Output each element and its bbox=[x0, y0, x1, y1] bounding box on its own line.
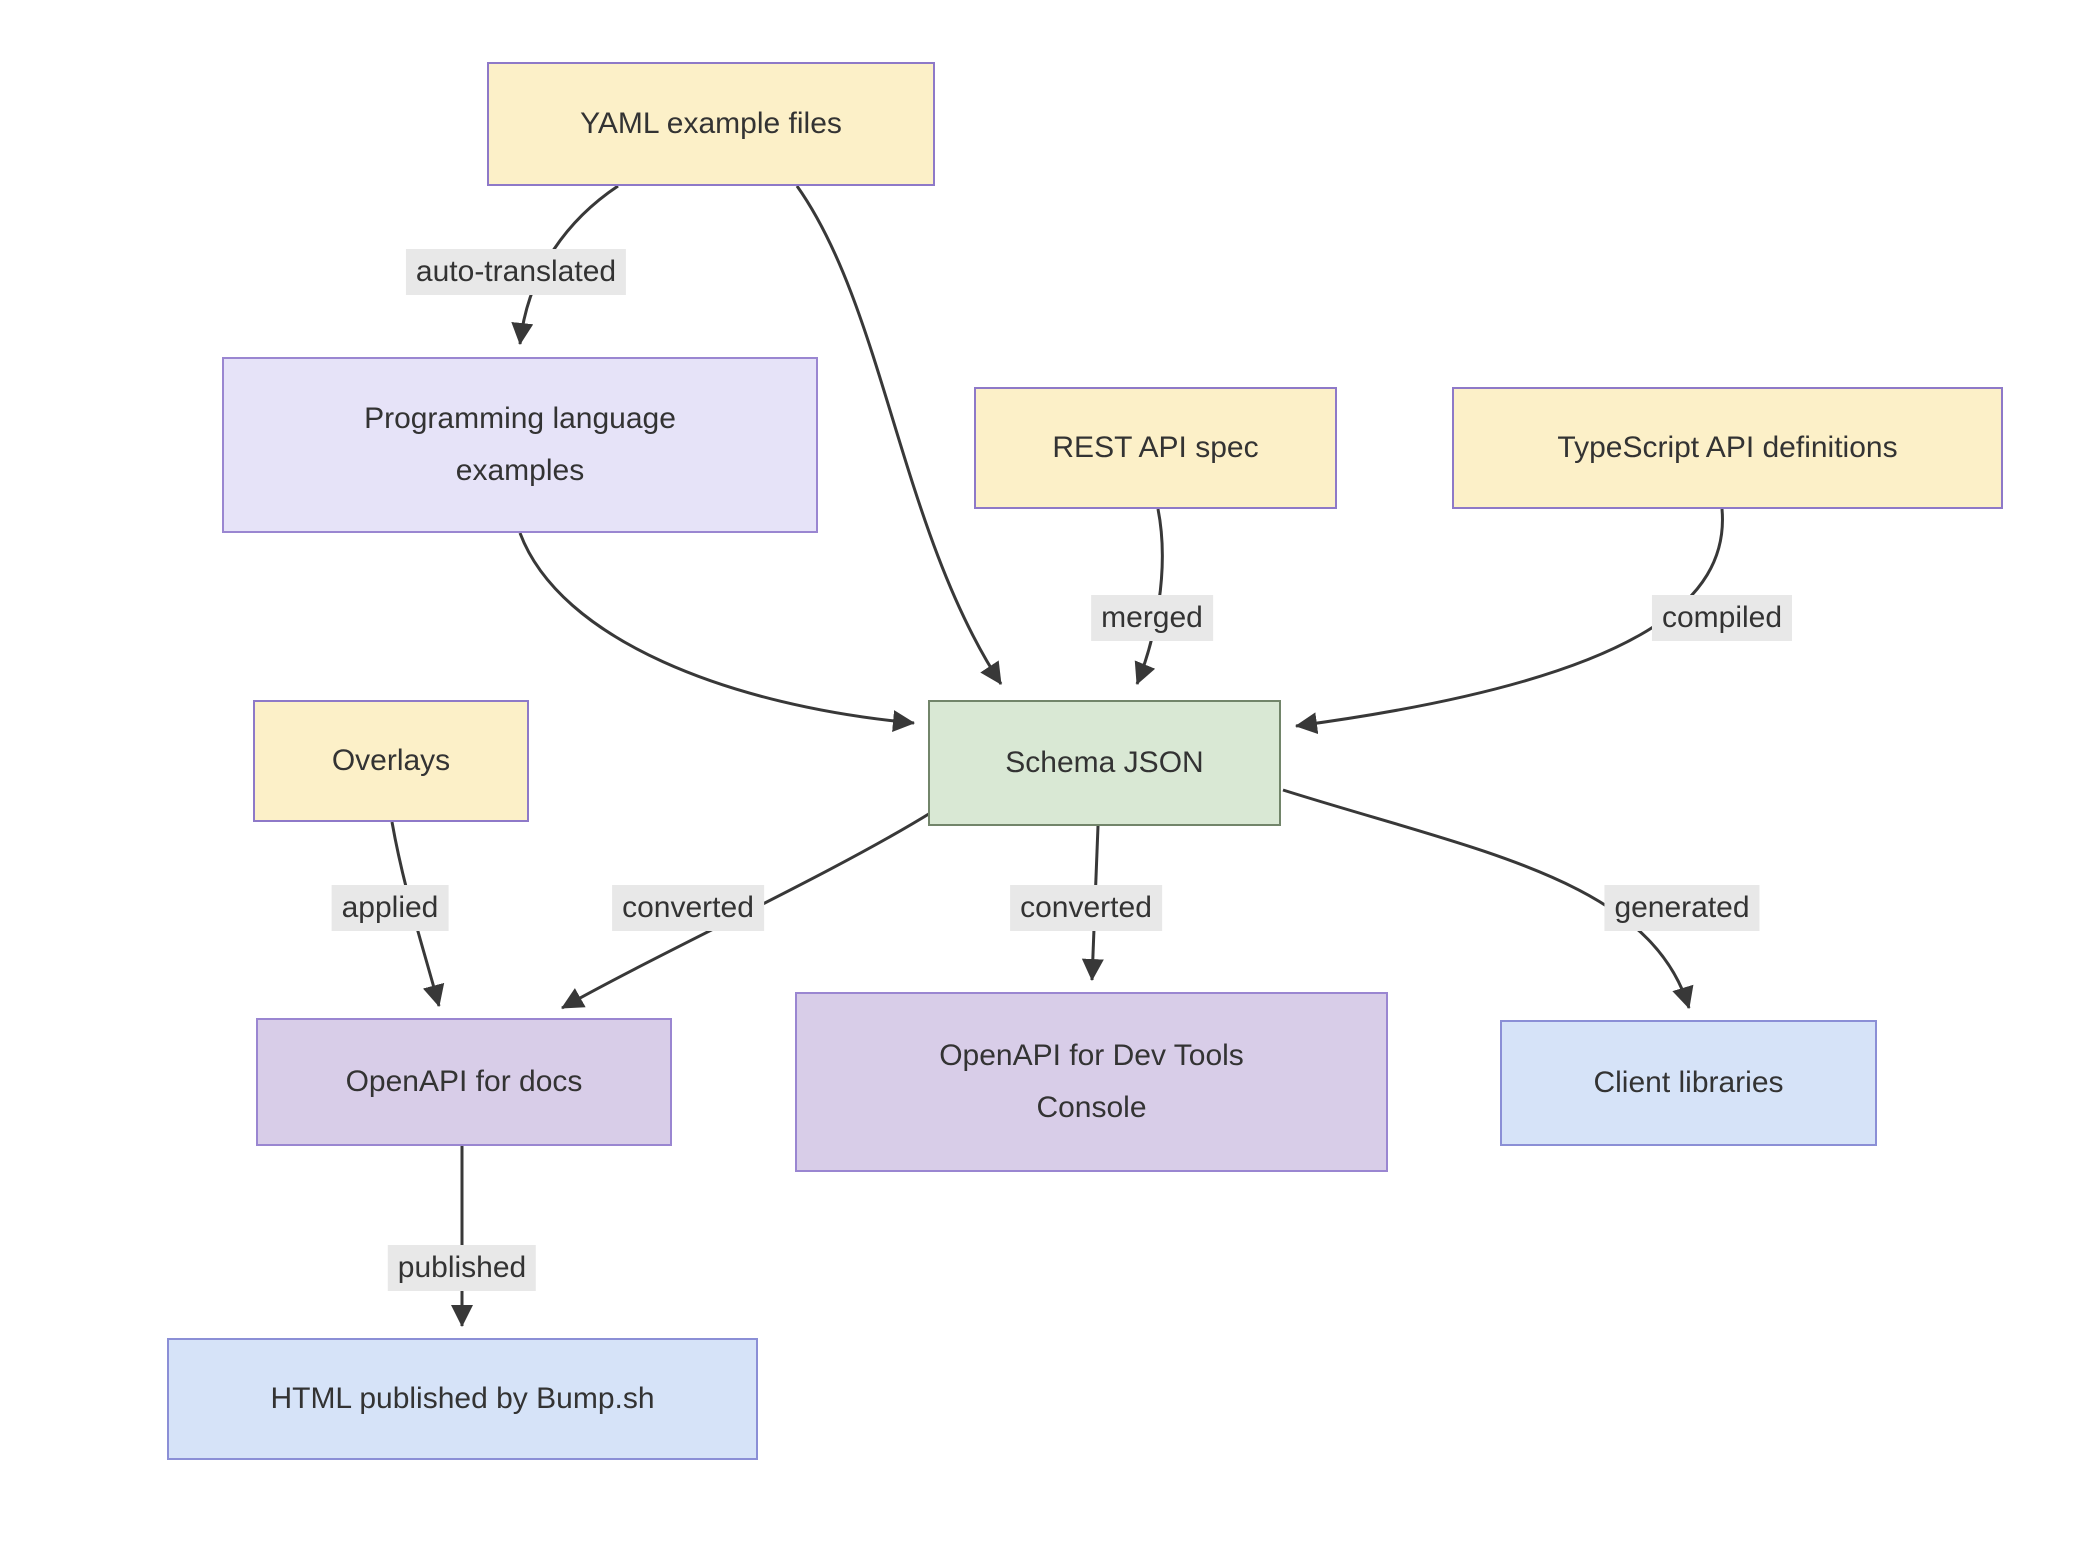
node-html-published-by-bumpsh: HTML published by Bump.sh bbox=[167, 1338, 758, 1460]
node-programming-language-examples-label: Programming language examples bbox=[364, 401, 676, 488]
edge-label-merged: merged bbox=[1091, 595, 1213, 641]
node-schema-json: Schema JSON bbox=[928, 700, 1281, 826]
node-client-libraries: Client libraries bbox=[1500, 1020, 1877, 1146]
node-openapi-for-dev-tools-console: OpenAPI for Dev Tools Console bbox=[795, 992, 1388, 1172]
edge-schema-json-to-client-libs bbox=[1282, 788, 1694, 1009]
node-schema-json-label: Schema JSON bbox=[1005, 745, 1204, 779]
node-overlays: Overlays bbox=[253, 700, 529, 822]
node-openapi-for-docs-label: OpenAPI for docs bbox=[345, 1064, 583, 1098]
node-yaml-example-files-label: YAML example files bbox=[580, 106, 842, 140]
edge-yaml-to-schema-json bbox=[795, 185, 1003, 685]
node-html-published-by-bumpsh-label: HTML published by Bump.sh bbox=[270, 1381, 655, 1415]
node-client-libraries-label: Client libraries bbox=[1593, 1065, 1784, 1099]
edge-ts-defs-to-schema-json bbox=[1295, 508, 1724, 735]
edge-label-auto-translated: auto-translated bbox=[405, 249, 627, 295]
node-typescript-api-definitions-label: TypeScript API definitions bbox=[1557, 430, 1898, 464]
node-typescript-api-definitions: TypeScript API definitions bbox=[1452, 387, 2003, 509]
edge-label-applied: applied bbox=[331, 885, 449, 931]
edge-label-published: published bbox=[387, 1245, 537, 1291]
edge-label-converted-console: converted bbox=[1010, 885, 1162, 931]
node-openapi-for-docs: OpenAPI for docs bbox=[256, 1018, 672, 1146]
node-programming-language-examples: Programming language examples bbox=[222, 357, 818, 533]
node-rest-api-spec-label: REST API spec bbox=[1052, 430, 1259, 464]
node-openapi-for-dev-tools-console-label: OpenAPI for Dev Tools Console bbox=[939, 1038, 1244, 1125]
edge-prog-examples-to-schema-json bbox=[518, 532, 915, 733]
edge-label-converted-docs: converted bbox=[612, 885, 764, 931]
node-yaml-example-files: YAML example files bbox=[487, 62, 935, 186]
edge-label-compiled: compiled bbox=[1651, 595, 1793, 641]
edge-label-generated: generated bbox=[1604, 885, 1760, 931]
node-overlays-label: Overlays bbox=[331, 743, 451, 777]
node-rest-api-spec: REST API spec bbox=[974, 387, 1337, 509]
